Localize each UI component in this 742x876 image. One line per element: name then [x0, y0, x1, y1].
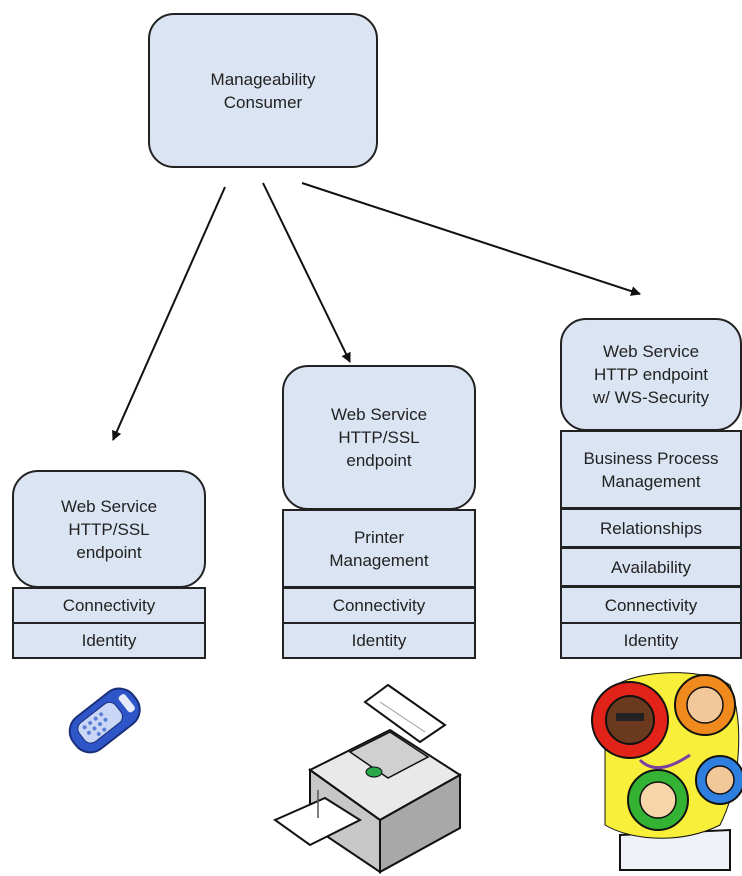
endpoint-2-layer-connectivity: Connectivity	[282, 587, 476, 624]
endpoint-1-layer-connectivity: Connectivity	[12, 587, 206, 624]
endpoint-1-box: Web Service HTTP/SSL endpoint	[12, 470, 206, 588]
endpoint-3-layer-connectivity: Connectivity	[560, 586, 742, 624]
endpoint-3-layer-relationships: Relationships	[560, 508, 742, 548]
arrow-to-endpoint-3	[301, 182, 641, 296]
mobile-phone-icon	[68, 687, 141, 754]
endpoint-2-box: Web Service HTTP/SSL endpoint	[282, 365, 476, 510]
endpoint-3-layer-business-process-management: Business Process Management	[560, 430, 742, 509]
endpoint-3-box: Web Service HTTP endpoint w/ WS-Security	[560, 318, 742, 431]
business-process-gears-icon	[591, 672, 742, 871]
endpoint-3-layer-availability: Availability	[560, 547, 742, 587]
arrow-to-endpoint-2	[262, 182, 351, 363]
endpoint-1-layer-identity: Identity	[12, 622, 206, 659]
manageability-consumer-box: Manageability Consumer	[148, 13, 378, 168]
arrow-to-endpoint-1	[112, 186, 226, 441]
endpoint-3-layer-identity: Identity	[560, 622, 742, 659]
printer-icon	[272, 683, 462, 874]
endpoint-2-layer-identity: Identity	[282, 622, 476, 659]
endpoint-2-layer-printer-management: Printer Management	[282, 509, 476, 588]
